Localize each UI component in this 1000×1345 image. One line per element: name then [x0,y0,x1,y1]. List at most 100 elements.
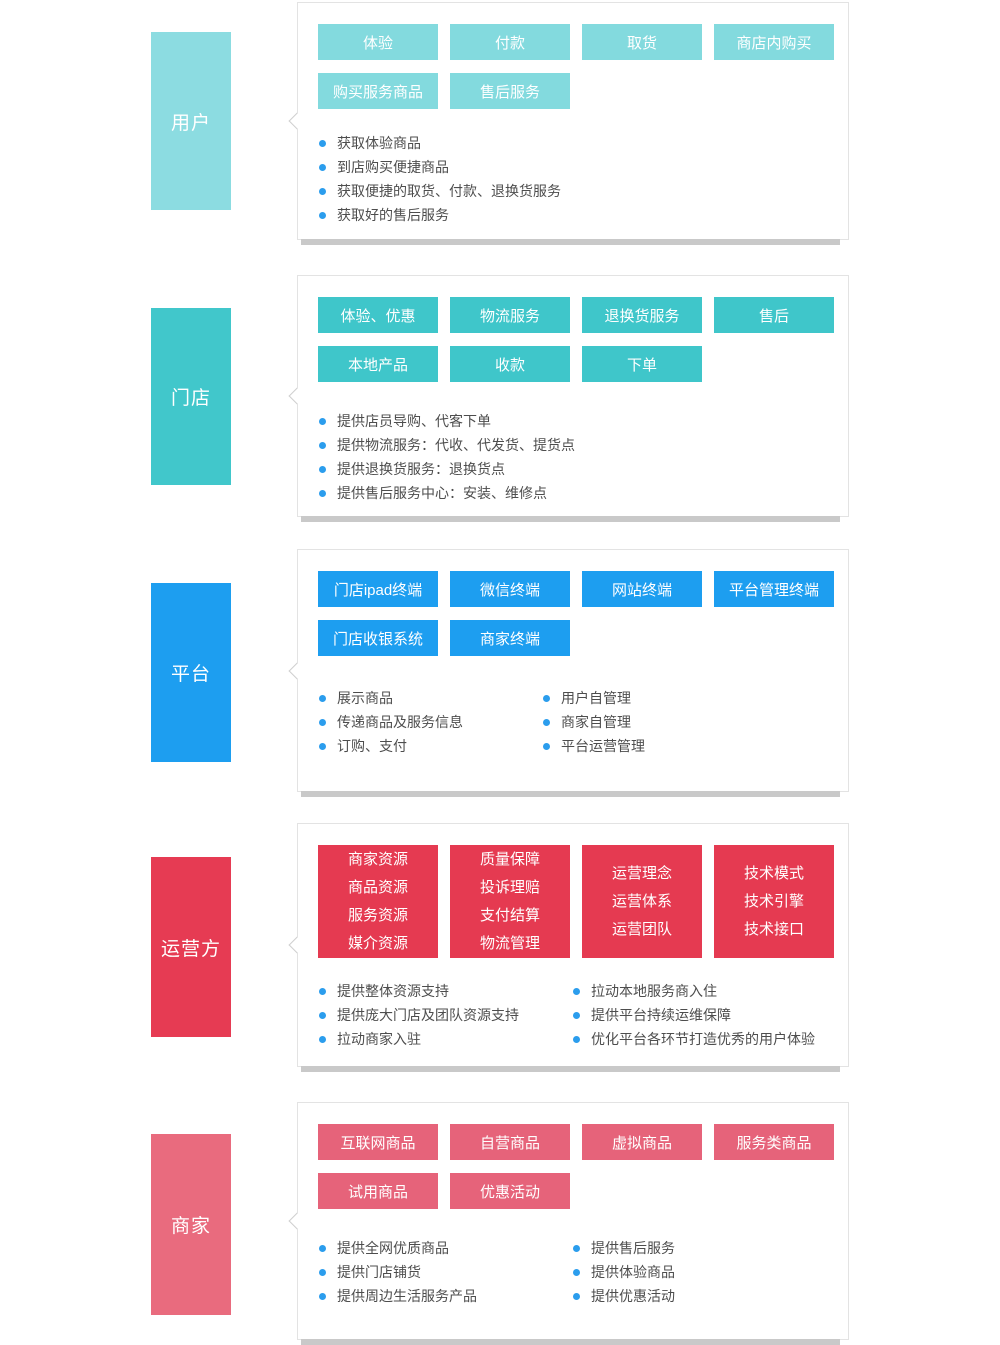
bullet-text: 优化平台各环节打造优秀的用户体验 [591,1031,815,1047]
bullet-column: 拉动本地服务商入住 提供平台持续运维保障 优化平台各环节打造优秀的用户体验 [572,979,815,1051]
bullet-text: 提供退换货服务：退换货点 [337,461,505,477]
resource-block: 技术模式 技术引擎 技术接口 [714,845,834,958]
tag: 本地产品 [318,346,438,382]
bullet-item: 拉动商家入驻 [318,1027,572,1051]
tag-grid: 门店ipad终端 微信终端 网站终端 平台管理终端 门店收银系统 商家终端 [318,550,852,669]
bullet-dot [573,1292,580,1300]
bullet-dot [319,417,326,425]
bullet-column: 提供售后服务 提供体验商品 提供优惠活动 [572,1236,675,1308]
bullet-text: 平台运营管理 [561,738,645,754]
bullet-dot [319,742,326,750]
bullet-text: 传递商品及服务信息 [337,714,463,730]
bullet-item: 获取好的售后服务 [318,203,561,227]
bullet-item: 提供物流服务：代收、代发货、提货点 [318,433,575,457]
bullet-text: 商家自管理 [561,714,631,730]
bullet-text: 提供体验商品 [591,1264,675,1280]
tag: 下单 [582,346,702,382]
tag: 微信终端 [450,571,570,607]
section-label-users: 用户 [151,32,231,210]
section-panel-platform: 门店ipad终端 微信终端 网站终端 平台管理终端 门店收银系统 商家终端 展示… [288,549,852,797]
tag: 平台管理终端 [714,571,834,607]
bullet-text: 提供售后服务中心：安装、维修点 [337,485,547,501]
bullet-column: 获取体验商品 到店购买便捷商品 获取便捷的取货、付款、退换货服务 获取好的售后服… [318,131,561,227]
panel-arrow-notch [288,1212,306,1230]
section-panel-merchants: 互联网商品 自营商品 虚拟商品 服务类商品 试用商品 优惠活动 提供全网优质商品… [288,1102,849,1345]
tag: 商店内购买 [714,24,834,60]
section-panel-stores: 体验、优惠 物流服务 退换货服务 售后 本地产品 收款 下单 提供店员导购、代客… [288,275,849,522]
resource-block: 运营理念 运营体系 运营团队 [582,845,702,958]
bullet-text: 提供店员导购、代客下单 [337,413,491,429]
bullet-item: 提供售后服务 [572,1236,675,1260]
bullet-text: 拉动本地服务商入住 [591,983,717,999]
resource-block: 商家资源 商品资源 服务资源 媒介资源 [318,845,438,958]
bullet-dot [319,187,326,195]
section-panel-users: 体验 付款 取货 商店内购买 购买服务商品 售后服务 获取体验商品 到店购买便捷… [288,2,852,245]
bullet-dot [319,718,326,726]
bullet-item: 提供全网优质商品 [318,1236,572,1260]
bullet-item: 拉动本地服务商入住 [572,979,815,1003]
bullet-dot [573,987,580,995]
resource-block: 质量保障 投诉理赔 支付结算 物流管理 [450,845,570,958]
bullet-dot [319,163,326,171]
bullet-item: 用户自管理 [542,686,645,710]
tag: 售后服务 [450,73,570,109]
bullet-item: 提供平台持续运维保障 [572,1003,815,1027]
bullet-item: 优化平台各环节打造优秀的用户体验 [572,1027,815,1051]
tag: 购买服务商品 [318,73,438,109]
bullet-list: 提供店员导购、代客下单 提供物流服务：代收、代发货、提货点 提供退换货服务：退换… [318,409,848,505]
bullet-text: 提供物流服务：代收、代发货、提货点 [337,437,575,453]
bullet-text: 提供优惠活动 [591,1288,675,1304]
bullet-dot [543,694,550,702]
bullet-dot [319,139,326,147]
tag: 网站终端 [582,571,702,607]
tag: 取货 [582,24,702,60]
bullet-text: 用户自管理 [561,690,631,706]
bullet-dot [319,1244,326,1252]
panel-arrow-notch [288,387,306,405]
section-label-merchants: 商家 [151,1134,231,1315]
bullet-dot [319,694,326,702]
bullet-list: 展示商品 传递商品及服务信息 订购、支付 用户自管理 商家自管理 平台运营管理 [318,686,848,758]
bullet-column: 展示商品 传递商品及服务信息 订购、支付 [318,686,542,758]
bullet-dot [573,1011,580,1019]
tag: 收款 [450,346,570,382]
bullet-item: 获取体验商品 [318,131,561,155]
bullet-item: 提供门店铺货 [318,1260,572,1284]
bullet-text: 获取体验商品 [337,135,421,151]
bullet-dot [573,1244,580,1252]
panel-arrow-notch [288,112,306,130]
tag: 体验、优惠 [318,297,438,333]
bullet-text: 拉动商家入驻 [337,1031,421,1047]
tag: 体验 [318,24,438,60]
bullet-list: 获取体验商品 到店购买便捷商品 获取便捷的取货、付款、退换货服务 获取好的售后服… [318,131,848,227]
bullet-column: 提供全网优质商品 提供门店铺货 提供周边生活服务产品 [318,1236,572,1308]
tag: 互联网商品 [318,1124,438,1160]
tag-grid: 商家资源 商品资源 服务资源 媒介资源 质量保障 投诉理赔 支付结算 物流管理 … [318,824,852,971]
bullet-text: 提供平台持续运维保障 [591,1007,731,1023]
bullet-dot [573,1268,580,1276]
tag: 门店ipad终端 [318,571,438,607]
bullet-text: 提供售后服务 [591,1240,675,1256]
tag-grid: 体验 付款 取货 商店内购买 购买服务商品 售后服务 [318,3,852,122]
bullet-item: 展示商品 [318,686,542,710]
bullet-dot [319,1292,326,1300]
bullet-text: 获取便捷的取货、付款、退换货服务 [337,183,561,199]
section-label-operator: 运营方 [151,857,231,1037]
bullet-item: 提供体验商品 [572,1260,675,1284]
bullet-text: 获取好的售后服务 [337,207,449,223]
tag: 优惠活动 [450,1173,570,1209]
bullet-item: 传递商品及服务信息 [318,710,542,734]
bullet-column: 用户自管理 商家自管理 平台运营管理 [542,686,645,758]
tag: 虚拟商品 [582,1124,702,1160]
tag: 付款 [450,24,570,60]
bullet-text: 订购、支付 [337,738,407,754]
bullet-text: 提供全网优质商品 [337,1240,449,1256]
bullet-dot [319,441,326,449]
bullet-dot [319,1011,326,1019]
bullet-list: 提供全网优质商品 提供门店铺货 提供周边生活服务产品 提供售后服务 提供体验商品… [318,1236,848,1308]
panel-arrow-notch [288,662,306,679]
bullet-text: 提供庞大门店及团队资源支持 [337,1007,519,1023]
bullet-item: 提供退换货服务：退换货点 [318,457,575,481]
bullet-item: 提供整体资源支持 [318,979,572,1003]
bullet-dot [319,987,326,995]
